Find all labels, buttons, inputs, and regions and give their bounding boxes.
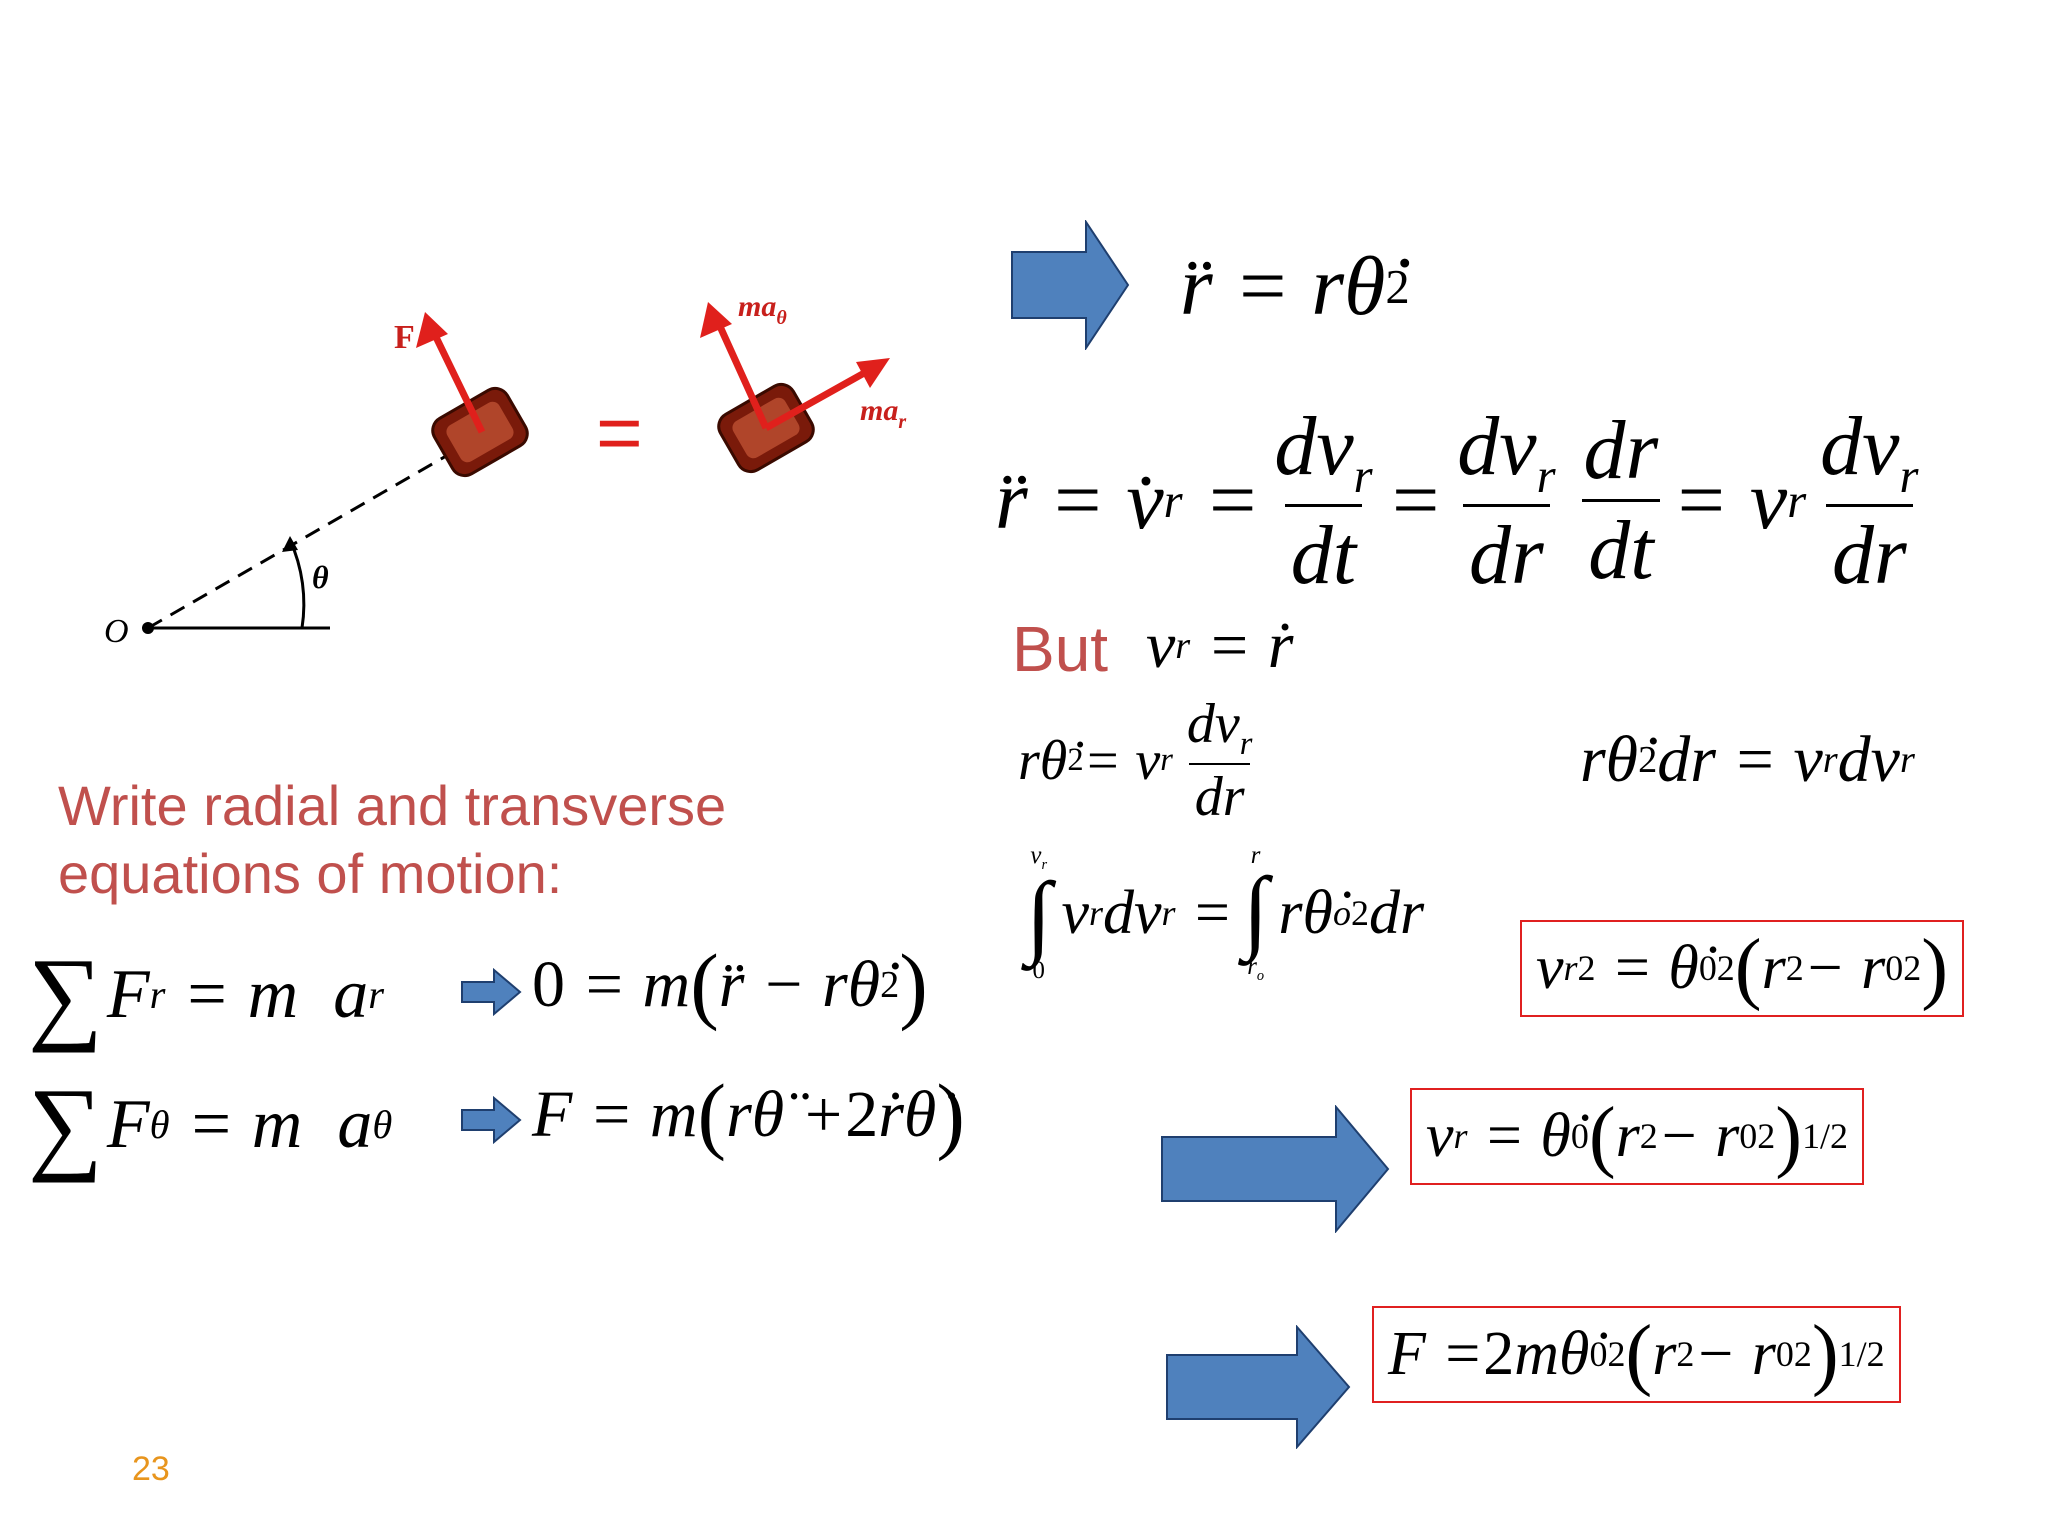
radial-dashed-line (147, 446, 461, 630)
caption: Write radial and transverse equations of… (58, 772, 726, 908)
but-label: But (1012, 613, 1109, 685)
radial-result: 0 = m(r̈̈ − rθ̇2) (532, 937, 928, 1032)
origin-label: O (104, 613, 129, 650)
big-arrow-3 (1166, 1325, 1351, 1449)
theta-arc-arrowhead (282, 536, 298, 552)
equals-sign: = (596, 388, 643, 477)
theta-arc (288, 539, 306, 629)
caption-line-2: equations of motion: (58, 842, 563, 905)
equation-r-ddot: r̈ = rθ̇2 (1180, 240, 1410, 333)
ma-theta-vector-head (700, 302, 732, 338)
ma-r-vector-head (856, 358, 890, 388)
ma-r-label: mar (860, 394, 906, 433)
radial-small-arrow (461, 968, 522, 1016)
transverse-small-arrow (461, 1096, 522, 1144)
ma-theta-label: maθ (738, 290, 787, 329)
ma-r-vector (764, 368, 868, 432)
page-number: 23 (132, 1450, 170, 1488)
big-arrow-1 (1011, 220, 1130, 350)
force-vector-head (416, 312, 448, 348)
caption-line-1: Write radial and transverse (58, 774, 727, 837)
force-vector (431, 333, 486, 434)
ma-theta-vector (714, 320, 770, 430)
big-arrow-2 (1161, 1105, 1390, 1233)
theta-label: θ (312, 559, 329, 595)
force-diagram: O θ F = maθ mar (104, 290, 906, 650)
force-label: F (394, 319, 415, 356)
